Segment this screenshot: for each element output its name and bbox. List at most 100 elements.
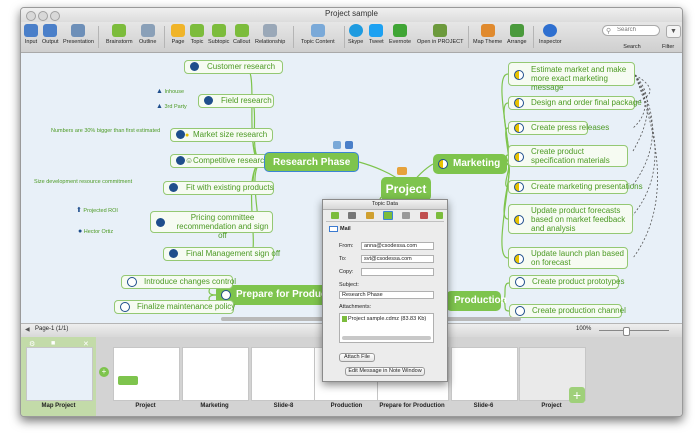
inspector-button[interactable]: Inspector <box>539 24 562 45</box>
main-topic-marketing[interactable]: Marketing <box>433 154 507 174</box>
slide-thumbnail[interactable] <box>451 347 518 401</box>
page-button[interactable]: Page <box>171 24 185 45</box>
connector-line <box>501 163 510 259</box>
dialog-title-bar: Topic Data <box>323 200 447 210</box>
zoom-slider-handle[interactable] <box>623 327 630 336</box>
map-theme-button[interactable]: Map Theme <box>473 24 502 45</box>
topic-update-product-forecasts[interactable]: Update product forecasts based on market… <box>508 204 633 234</box>
arrange-button[interactable]: Arrange <box>507 24 527 45</box>
tab-notes-icon[interactable] <box>331 212 339 219</box>
tweet-icon <box>369 24 384 37</box>
topic-pricing-committee[interactable]: Pricing committee recommendation and sig… <box>150 211 273 240</box>
settings-icon[interactable]: ⚙ <box>29 341 36 348</box>
search-input[interactable] <box>602 25 660 36</box>
input-button[interactable]: Input <box>24 24 38 45</box>
to-field[interactable]: svt@csodessa.com <box>361 255 434 263</box>
subtopic-button[interactable]: Subtopic <box>208 24 229 45</box>
camera-icon[interactable]: ■ <box>51 340 56 347</box>
topic-marketing-presentations[interactable]: Create marketing presentations <box>508 180 643 194</box>
topic-finalize-maintenance-policy[interactable]: Finalize maintenance policy <box>114 300 235 314</box>
topic-create-production-channel[interactable]: Create production channel <box>509 304 626 318</box>
outline-button[interactable]: Outline <box>139 24 156 45</box>
topic-fit-with-existing-products[interactable]: Fit with existing products <box>163 181 274 195</box>
zoom-slider[interactable] <box>599 330 669 331</box>
map-theme-icon <box>480 24 495 37</box>
arrow-up-icon: ⬆ <box>76 207 82 214</box>
evernote-button[interactable]: Evernote <box>389 24 411 45</box>
main-topic-prepare-for-production[interactable]: Prepare for Production <box>216 285 345 305</box>
filter-icon[interactable]: ▼ <box>666 25 681 38</box>
input-icon <box>24 24 38 37</box>
topic-create-press-releases[interactable]: Create press releases <box>508 121 609 135</box>
topic-design-final-package[interactable]: Design and order final package <box>508 96 642 110</box>
callout-button[interactable]: Callout <box>233 24 250 45</box>
zoom-window-button[interactable] <box>50 11 60 21</box>
topic-field-research[interactable]: Field research <box>198 94 274 108</box>
slide-thumbnail[interactable] <box>251 347 318 401</box>
add-slide-icon[interactable]: + <box>99 367 109 377</box>
topic-button[interactable]: Topic <box>190 24 204 45</box>
edit-message-button[interactable]: Edit Message in Note Window <box>345 367 425 376</box>
tab-tasks-icon[interactable] <box>348 212 356 219</box>
topic-introduce-changes-control[interactable]: Introduce changes control <box>121 275 236 289</box>
toolbar-separator <box>293 26 294 48</box>
relationship-button[interactable]: Relationship <box>255 24 285 45</box>
attach-file-button[interactable]: Attach File <box>339 353 375 362</box>
task-half-icon <box>514 254 524 264</box>
topic-update-launch-plan[interactable]: Update launch plan based on forecast <box>508 247 628 269</box>
attachment-item[interactable]: Project sample.cdmz (83.83 Kb) <box>348 316 427 322</box>
relationship-arrow <box>632 74 656 216</box>
topic-customer-research[interactable]: Customer research <box>184 60 283 74</box>
topic-estimate-market[interactable]: Estimate market and make more exact mark… <box>508 62 635 92</box>
central-topic-project[interactable]: Project <box>381 177 431 201</box>
slide-thumbnail[interactable] <box>182 347 249 401</box>
brainstorm-button[interactable]: Brainstorm <box>106 24 133 45</box>
tab-attachments-icon[interactable] <box>420 212 428 219</box>
skype-button[interactable]: Skype <box>348 24 363 45</box>
brainstorm-icon <box>112 24 127 37</box>
connector-line <box>500 300 510 312</box>
close-icon[interactable]: ✕ <box>83 341 89 348</box>
search-label: Search <box>623 44 641 50</box>
close-window-button[interactable] <box>26 11 36 21</box>
subtopic-icon <box>211 24 226 37</box>
task-half-icon <box>514 182 524 192</box>
person-icon: ● <box>78 228 83 235</box>
output-button[interactable]: Output <box>42 24 59 45</box>
attachments-scrollbar[interactable] <box>342 336 431 340</box>
note-market-size: Numbers are 30% bigger than first estima… <box>51 128 161 134</box>
slide-thumbnail[interactable] <box>26 347 93 401</box>
topic-content-button[interactable]: Topic Content <box>301 24 335 45</box>
presentation-button[interactable]: Presentation <box>63 24 94 45</box>
topic-competitive-research[interactable]: ☺Competitive research <box>170 154 273 168</box>
from-field[interactable]: anna@csodessa.com <box>361 242 434 250</box>
topic-market-size-research[interactable]: ●Market size research <box>170 128 273 142</box>
mail-section-title: Mail <box>340 226 351 232</box>
topic-final-management-sign-off[interactable]: Final Management sign off <box>163 247 280 261</box>
subject-field[interactable]: Research Phase <box>339 291 434 299</box>
dialog-title: Topic Data <box>372 201 398 207</box>
page-navigation-icon[interactable]: ◀ <box>25 327 30 333</box>
attachment-icon[interactable] <box>333 141 341 149</box>
tab-links-icon[interactable] <box>402 212 410 219</box>
minimize-window-button[interactable] <box>38 11 48 21</box>
tweet-button[interactable]: Tweet <box>369 24 384 45</box>
main-topic-research-phase[interactable]: Research Phase <box>264 152 359 172</box>
note-projected-roi: ⬆ Projected ROI <box>76 207 118 214</box>
slide-thumbnail[interactable] <box>113 347 180 401</box>
add-slide-icon[interactable]: + <box>569 387 585 403</box>
topic-create-product-prototypes[interactable]: Create product prototypes <box>509 275 625 289</box>
attachments-list[interactable]: Project sample.cdmz (83.83 Kb) <box>339 313 434 343</box>
attachments-label: Attachments: <box>339 304 372 310</box>
tab-more-icon[interactable] <box>436 212 443 219</box>
task-half-icon <box>514 98 524 108</box>
tab-mail-icon[interactable] <box>383 211 393 220</box>
task-half-icon <box>514 152 524 162</box>
open-in-project-button[interactable]: Open in PROJECT <box>417 24 463 45</box>
note-icon[interactable] <box>345 141 353 149</box>
topic-product-specification[interactable]: Create product specification materials <box>508 145 628 167</box>
main-topic-production[interactable]: Production <box>446 291 507 311</box>
mind-map-canvas[interactable]: Customer research Field research ●Market… <box>21 53 682 323</box>
tab-data-icon[interactable] <box>366 212 374 219</box>
copy-field[interactable] <box>361 268 434 276</box>
